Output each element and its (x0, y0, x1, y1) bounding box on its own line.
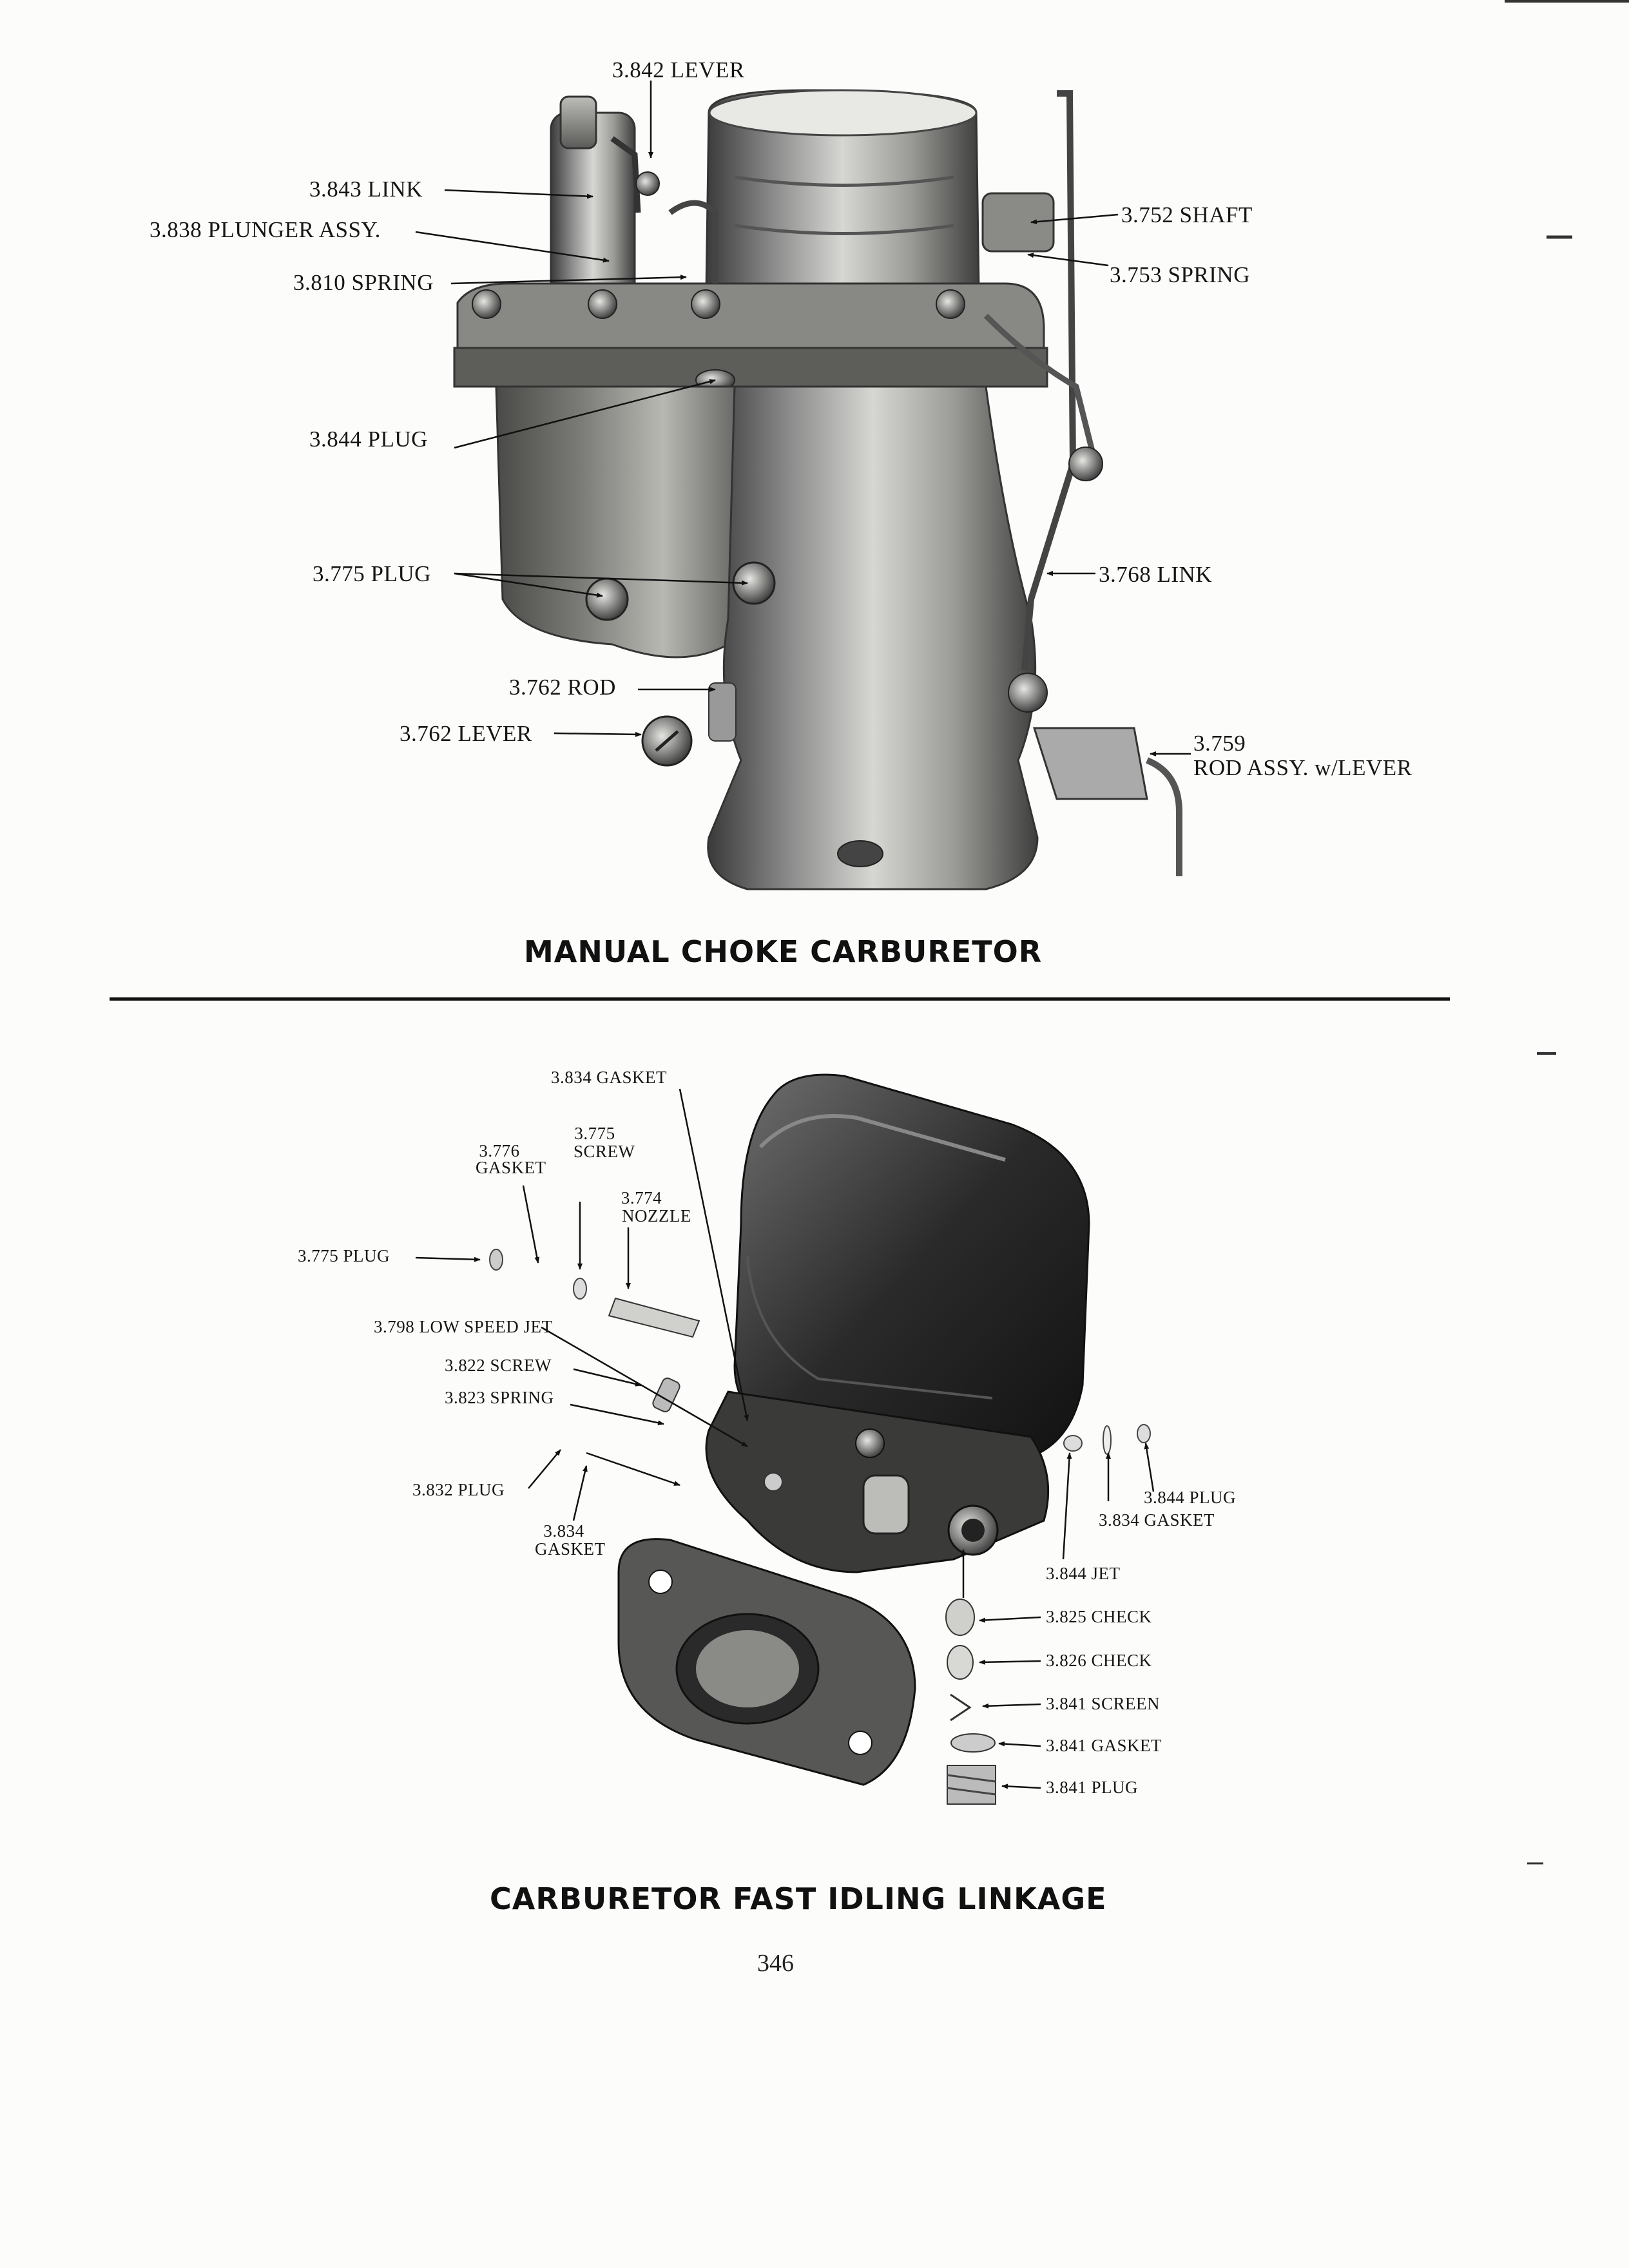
label-3838-plunger-assy: 3.838 PLUNGER ASSY. (149, 217, 381, 242)
label-3753-spring: 3.753 SPRING (1110, 262, 1250, 287)
label-3810-spring: 3.810 SPRING (293, 270, 434, 295)
label-3843-link: 3.843 LINK (309, 177, 423, 202)
label-3762-lever: 3.762 LEVER (400, 721, 532, 746)
label-3776-gasket: GASKET (476, 1158, 546, 1177)
label-3775-screw-number: 3.775 (574, 1124, 615, 1143)
label-3762-rod: 3.762 ROD (509, 675, 616, 700)
figure2-leader-lines (415, 1088, 1155, 1789)
figure1-leader-lines (415, 81, 1191, 756)
label-3832-plug: 3.832 PLUG (412, 1480, 505, 1499)
label-3826-check: 3.826 CHECK (1046, 1651, 1152, 1670)
label-3844-jet: 3.844 JET (1046, 1564, 1121, 1583)
figure2-caption: CARBURETOR FAST IDLING LINKAGE (490, 1881, 1107, 1916)
label-3825-check: 3.825 CHECK (1046, 1607, 1152, 1626)
label-3759-rod-assy: ROD ASSY. w/LEVER (1193, 755, 1412, 780)
label-3842-lever: 3.842 LEVER (612, 57, 745, 82)
label-3752-shaft: 3.752 SHAFT (1121, 202, 1253, 227)
label-3759-number: 3.759 (1193, 731, 1246, 756)
label-3841-screen: 3.841 SCREEN (1046, 1694, 1161, 1713)
label-3834-gasket-top: 3.834 GASKET (551, 1068, 667, 1087)
label-3834-gasket-right: 3.834 GASKET (1099, 1510, 1215, 1530)
label-3774-nozzle-number: 3.774 (621, 1188, 662, 1207)
label-3834-gasket-left-number: 3.834 (543, 1521, 584, 1541)
label-3822-screw: 3.822 SCREW (445, 1356, 552, 1375)
label-3774-nozzle: NOZZLE (622, 1206, 691, 1225)
label-3798-low-speed-jet: 3.798 LOW SPEED JET (374, 1317, 553, 1336)
label-3841-gasket: 3.841 GASKET (1046, 1736, 1162, 1755)
figure1-caption: MANUAL CHOKE CARBURETOR (524, 934, 1043, 969)
section-divider (110, 997, 1450, 1001)
label-3844-plug: 3.844 PLUG (309, 427, 428, 452)
fast-idling-linkage-drawing (489, 1073, 1151, 1805)
page-number: 346 (757, 1950, 794, 1977)
label-3841-plug: 3.841 PLUG (1046, 1778, 1139, 1797)
label-3823-spring: 3.823 SPRING (445, 1388, 554, 1407)
manual-choke-carburetor-drawing (453, 89, 1182, 890)
label-3768-link: 3.768 LINK (1099, 562, 1213, 587)
label-3775-plug: 3.775 PLUG (313, 561, 431, 586)
label-3834-gasket-left: GASKET (535, 1539, 606, 1559)
label-3776-gasket-number: 3.776 (479, 1141, 520, 1160)
label-3844-plug: 3.844 PLUG (1144, 1488, 1237, 1507)
label-3775-plug: 3.775 PLUG (298, 1246, 390, 1265)
label-3775-screw: SCREW (574, 1142, 635, 1161)
